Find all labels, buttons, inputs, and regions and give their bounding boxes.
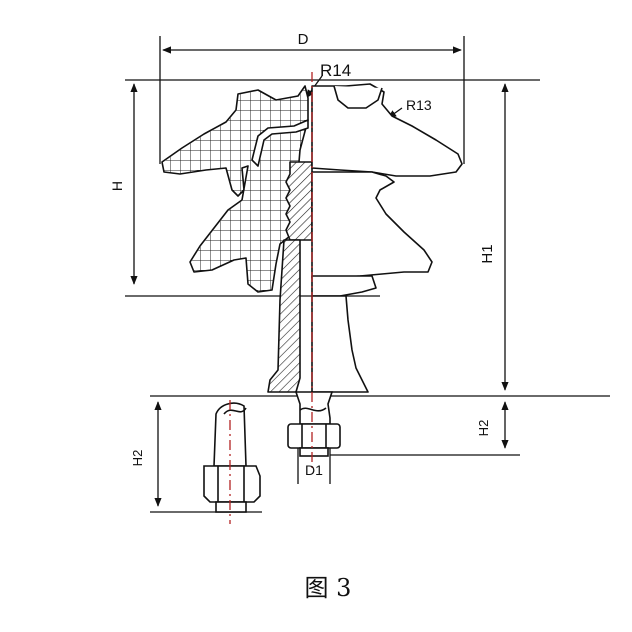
dimension-arrows xyxy=(130,46,509,507)
label-H: H xyxy=(109,181,125,191)
detail-stud-end xyxy=(215,501,247,513)
label-D: D xyxy=(298,31,309,48)
hex-nut xyxy=(287,423,341,449)
sectional-half xyxy=(161,85,313,393)
label-R13: R13 xyxy=(406,97,432,113)
label-D1: D1 xyxy=(305,462,323,478)
label-H1: H1 xyxy=(479,244,496,263)
figure-caption: 图 3 xyxy=(305,574,352,602)
detail-break xyxy=(223,407,247,415)
detail-nut xyxy=(203,465,261,503)
thread-core xyxy=(285,161,313,241)
reference-lines xyxy=(125,36,610,513)
label-R14: R14 xyxy=(320,61,351,80)
centerlines xyxy=(229,72,313,524)
pin-base xyxy=(311,295,369,393)
stud-end xyxy=(299,447,329,457)
top-shed xyxy=(311,83,463,177)
metal-cap-insert xyxy=(251,119,309,167)
neck xyxy=(311,275,377,297)
label-H2-right: H2 xyxy=(476,420,491,437)
pin-section xyxy=(267,239,301,393)
stud-main xyxy=(287,391,341,457)
label-H2-left: H2 xyxy=(130,450,145,467)
stud-thread-break xyxy=(299,407,327,412)
exterior-half xyxy=(311,83,463,393)
lower-shed xyxy=(311,171,433,279)
stud-detail xyxy=(203,402,261,513)
top-head xyxy=(333,85,383,109)
